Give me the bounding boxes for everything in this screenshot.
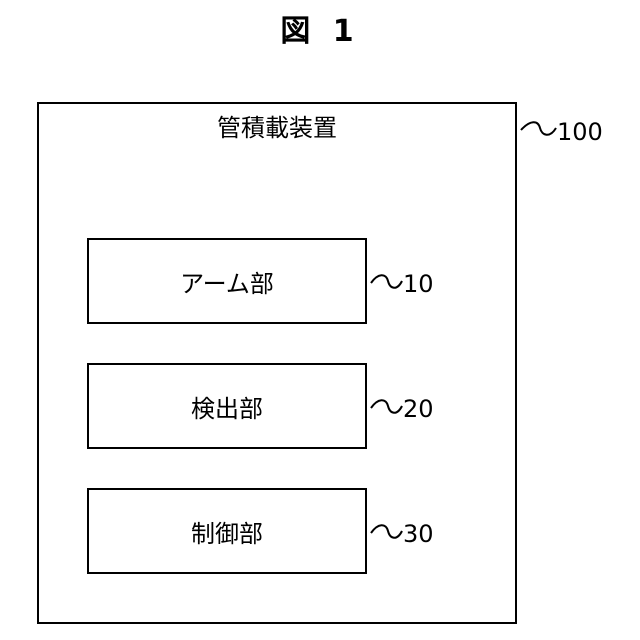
figure-title: 図 1 xyxy=(0,12,640,52)
ref-number-detection-unit: 20 xyxy=(403,395,434,423)
control-unit-block: 制御部 xyxy=(87,488,367,574)
detection-unit-label: 検出部 xyxy=(191,389,263,424)
ref-number-device: 100 xyxy=(557,118,603,146)
leader-device xyxy=(521,122,556,135)
control-unit-label: 制御部 xyxy=(191,514,263,549)
ref-number-control-unit: 30 xyxy=(403,520,434,548)
arm-unit-label: アーム部 xyxy=(180,264,274,299)
ref-number-arm-unit: 10 xyxy=(403,270,434,298)
detection-unit-block: 検出部 xyxy=(87,363,367,449)
device-label: 管積載装置 xyxy=(37,112,517,144)
arm-unit-block: アーム部 xyxy=(87,238,367,324)
